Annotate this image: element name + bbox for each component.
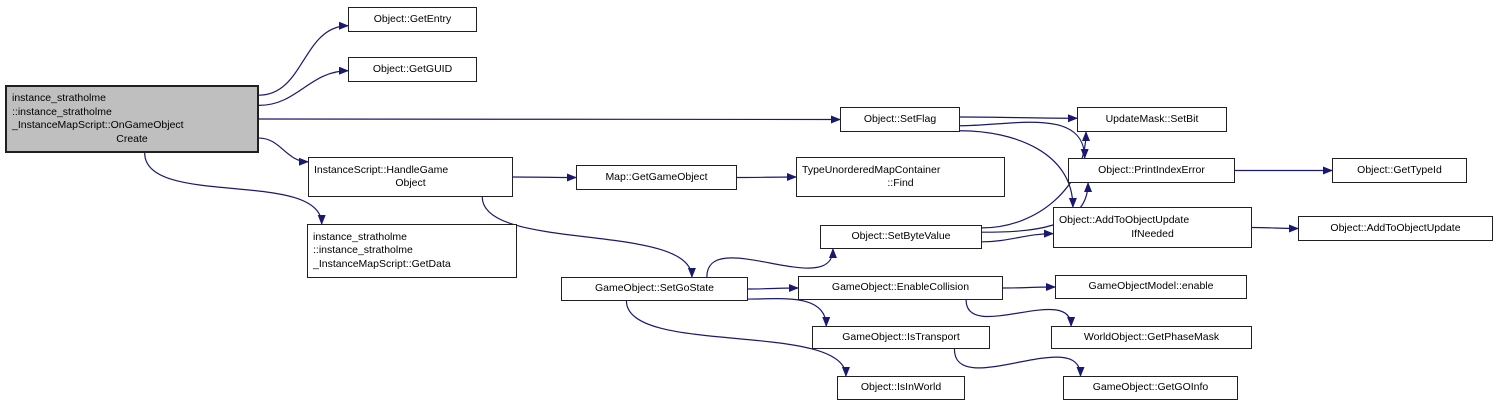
node-label-line: UpdateMask::SetBit	[1105, 112, 1199, 125]
node-label-line: ::instance_stratholme	[12, 105, 112, 118]
edge-gameobject-setgostate-to-object-isinworld	[625, 300, 850, 377]
node-label-line: Object::GetTypeId	[1357, 163, 1442, 176]
graph-node-object-setbytevalue[interactable]: Object::SetByteValue	[820, 225, 982, 249]
node-label-line: Object::GetEntry	[373, 12, 452, 25]
edge-instancescript-handlegameobject-to-gameobject-setgostate	[481, 196, 696, 278]
edge-root-to-object-getguid	[258, 66, 349, 106]
node-label-line: GameObject::IsTransport	[842, 330, 960, 343]
edge-gameobject-setgostate-to-gameobject-istransport	[747, 298, 831, 327]
graph-node-root: instance_stratholme::instance_stratholme…	[5, 85, 259, 153]
graph-node-object-getguid[interactable]: Object::GetGUID	[348, 57, 477, 82]
edge-root-to-instance-stratholme-getdata	[144, 152, 326, 225]
node-label-line: _InstanceMapScript::GetData	[313, 257, 451, 270]
edge-gameobject-enablecollision-to-worldobject-getphasemask	[965, 299, 1076, 327]
edge-object-setbytevalue-to-object-addtoobjectupdateifneeded	[981, 229, 1054, 243]
edge-gameobject-setgostate-to-gameobject-enablecollision	[747, 284, 799, 293]
node-label-line: WorldObject::GetPhaseMask	[1083, 330, 1220, 343]
node-label-line: Object::SetFlag	[863, 112, 937, 125]
node-label-line: Object::IsInWorld	[860, 381, 942, 394]
graph-node-gameobject-setgostate[interactable]: GameObject::SetGoState	[561, 277, 748, 301]
node-label-line: ::instance_stratholme	[313, 244, 413, 257]
node-label-line: _InstanceMapScript::OnGameObject	[12, 119, 184, 131]
node-label-line: GameObjectModel::enable	[1088, 280, 1214, 293]
graph-node-typeunorderedmapcontainer-find[interactable]: TypeUnorderedMapContainer::Find	[796, 157, 1005, 197]
node-label-line: Map::GetGameObject	[605, 170, 708, 183]
node-label-line: GameObject::GetGOInfo	[1092, 381, 1209, 394]
graph-node-instance-stratholme-getdata[interactable]: instance_stratholme::instance_stratholme…	[307, 224, 517, 278]
edge-object-addtoobjectupdateifneeded-to-object-addtoobjectupdate	[1251, 224, 1299, 233]
edge-object-setflag-to-object-printindexerror	[959, 121, 1089, 159]
graph-node-map-getgameobject[interactable]: Map::GetGameObject	[576, 165, 737, 190]
graph-node-gameobjectmodel-enable[interactable]: GameObjectModel::enable	[1055, 275, 1247, 299]
node-label-line: GameObject::EnableCollision	[831, 281, 970, 294]
edge-gameobject-setgostate-to-object-setbytevalue	[706, 248, 837, 278]
node-label-line: Object::GetGUID	[372, 62, 453, 75]
graph-node-object-isinworld[interactable]: Object::IsInWorld	[837, 376, 965, 400]
edge-object-setflag-to-updatemask-setbit	[959, 114, 1078, 123]
graph-node-worldobject-getphasemask[interactable]: WorldObject::GetPhaseMask	[1051, 326, 1252, 349]
node-label-line: instance_stratholme	[12, 92, 106, 104]
graph-node-object-addtoobjectupdate[interactable]: Object::AddToObjectUpdate	[1298, 216, 1493, 241]
node-label-line: TypeUnorderedMapContainer	[802, 163, 941, 176]
edge-object-setbytevalue-to-object-printindexerror	[981, 182, 1093, 233]
graph-node-object-setflag[interactable]: Object::SetFlag	[840, 107, 960, 132]
graph-node-object-gettypeid[interactable]: Object::GetTypeId	[1332, 158, 1467, 183]
edge-map-getgameobject-to-typeunorderedmapcontainer-find	[736, 173, 797, 182]
node-label-line: Object::AddToObjectUpdate	[1330, 221, 1461, 234]
node-label-line: instance_stratholme	[313, 230, 407, 243]
graph-node-gameobject-enablecollision[interactable]: GameObject::EnableCollision	[798, 276, 1003, 300]
node-label-line: ::Find	[887, 177, 914, 189]
graph-node-object-getentry[interactable]: Object::GetEntry	[348, 7, 477, 32]
edge-object-setbytevalue-to-updatemask-setbit	[981, 131, 1090, 229]
graph-node-updatemask-setbit[interactable]: UpdateMask::SetBit	[1077, 107, 1227, 132]
graph-node-gameobject-getgoinfo[interactable]: GameObject::GetGOInfo	[1063, 376, 1238, 400]
edge-root-to-object-getentry	[258, 21, 349, 96]
edge-gameobject-istransport-to-gameobject-getgoinfo	[953, 348, 1085, 377]
edge-root-to-instancescript-handlegameobject	[258, 137, 309, 166]
node-label-line: GameObject::SetGoState	[594, 282, 715, 295]
node-label-line: Object	[395, 177, 426, 189]
graph-node-gameobject-istransport[interactable]: GameObject::IsTransport	[812, 326, 990, 349]
edge-instancescript-handlegameobject-to-map-getgameobject	[512, 173, 577, 182]
edge-root-to-object-setflag	[258, 115, 841, 124]
edge-object-setflag-to-object-addtoobjectupdateifneeded	[959, 130, 1077, 208]
node-label-line: Object::SetByteValue	[851, 230, 951, 243]
edge-gameobject-enablecollision-to-gameobjectmodel-enable	[1002, 283, 1056, 292]
node-label-line: Create	[116, 132, 148, 145]
node-label-line: InstanceScript::HandleGame	[314, 163, 449, 176]
node-label-line: Object::PrintIndexError	[1098, 163, 1205, 176]
graph-node-object-printindexerror[interactable]: Object::PrintIndexError	[1068, 158, 1235, 183]
node-label-line: Object::AddToObjectUpdate	[1059, 214, 1190, 226]
node-label-line: IfNeeded	[1131, 227, 1174, 240]
